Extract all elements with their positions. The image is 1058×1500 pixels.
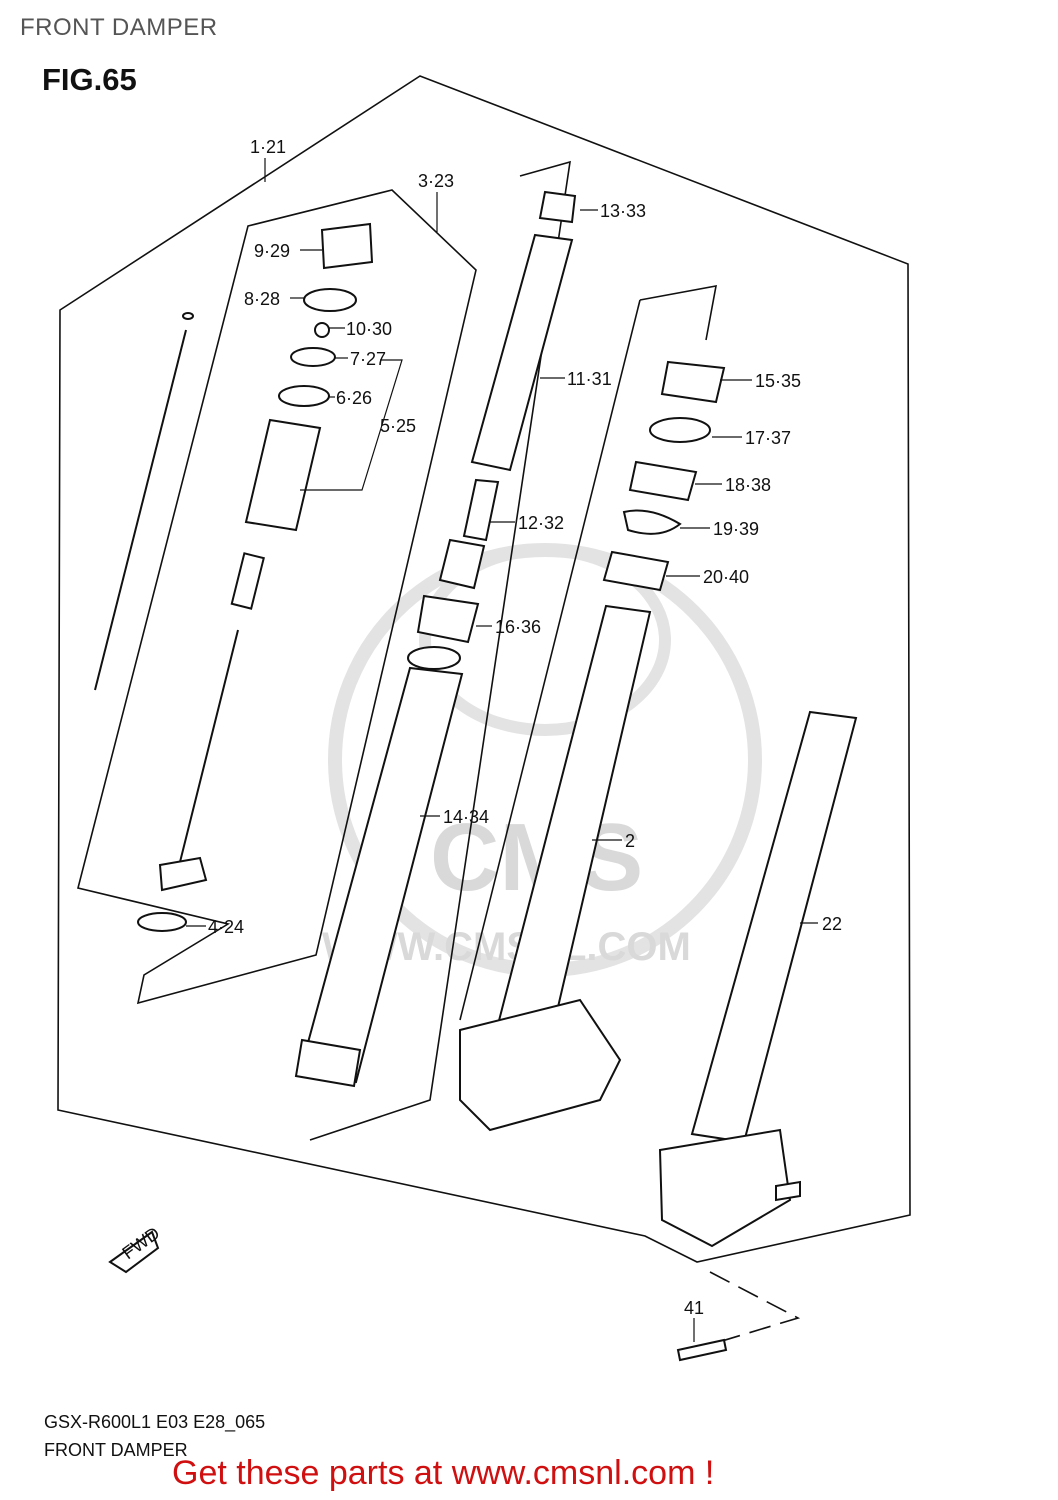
page-header-title: FRONT DAMPER xyxy=(20,14,218,41)
bleed-screw xyxy=(775,1180,801,1202)
inner-tube-14 xyxy=(298,666,464,1084)
figure-label: FIG.65 xyxy=(42,62,137,97)
piston-valve xyxy=(158,856,208,892)
damper-rod-assembly xyxy=(94,312,265,932)
callout-p6: 6·26 xyxy=(336,388,372,408)
dust-seal-20 xyxy=(602,550,670,592)
adjuster-nut-13 xyxy=(538,190,577,224)
callout-p2: 2 xyxy=(625,831,635,851)
callout-p14: 14·34 xyxy=(443,807,489,827)
seal-frame-top xyxy=(639,285,717,341)
leader-p5 xyxy=(300,359,403,491)
bolt-guide-line xyxy=(709,1271,801,1345)
callout-p13: 13·33 xyxy=(600,201,646,221)
spacer-collar-12 xyxy=(438,538,486,590)
outer-assembly-frame xyxy=(57,75,911,1263)
cartridge-cylinder xyxy=(244,418,322,532)
washer-17 xyxy=(649,417,711,443)
callout-p9: 9·29 xyxy=(254,241,290,261)
callout-p4: 4·24 xyxy=(208,917,244,937)
watermark-mascot xyxy=(419,544,671,736)
callout-p11: 11·31 xyxy=(567,369,612,389)
rebound-spring xyxy=(230,552,265,610)
fwd-arrow-shape xyxy=(108,1230,160,1274)
o-ring-6 xyxy=(278,385,330,407)
callout-p8: 8·28 xyxy=(244,289,280,309)
promo-link[interactable]: Get these parts at www.cmsnl.com ! xyxy=(172,1454,715,1492)
adjuster-rod xyxy=(94,329,187,691)
axle-bracket-22 xyxy=(658,1128,792,1248)
callout-p3: 3·23 xyxy=(418,171,454,191)
o-ring-7 xyxy=(290,347,336,367)
axle-bracket-2 xyxy=(459,998,622,1132)
callout-p20: 20·40 xyxy=(703,567,749,587)
callout-p15: 15·35 xyxy=(755,371,801,391)
guide-ring xyxy=(407,646,461,670)
spring-parts xyxy=(407,190,577,670)
leader-lines xyxy=(186,158,818,1342)
cartridge-frame xyxy=(77,189,477,1005)
callout-p41: 41 xyxy=(684,1298,704,1318)
nut-10 xyxy=(314,322,330,338)
oil-seal-18 xyxy=(628,460,698,502)
cartridge-parts xyxy=(244,222,374,532)
piston-ring xyxy=(137,912,187,932)
footer-title: FRONT DAMPER xyxy=(44,1440,188,1460)
bushing-16 xyxy=(416,594,480,644)
seal-stack xyxy=(602,360,726,592)
callout-p22: 22 xyxy=(822,914,842,934)
piston-rod xyxy=(177,629,239,871)
bushing-15 xyxy=(660,360,726,404)
footer-model-code: GSX-R600L1 E03 E28_065 xyxy=(44,1412,266,1432)
callout-p1: 1·21 xyxy=(250,137,286,157)
callout-labels: 1·21 3·23 13·33 9·29 8·28 10·30 7·27 6·2… xyxy=(208,137,842,1318)
callout-p19: 19·39 xyxy=(713,519,759,539)
stopper-ring-19 xyxy=(622,509,682,535)
callout-p5: 5·25 xyxy=(380,416,416,436)
callout-p7: 7·27 xyxy=(350,349,386,369)
rod-top-nut xyxy=(182,312,194,320)
callout-p16: 16·36 xyxy=(495,617,541,637)
o-ring-8 xyxy=(303,288,357,312)
inner-tube-base xyxy=(294,1038,362,1088)
fork-cap-bolt xyxy=(320,222,374,270)
fwd-arrow: FWD xyxy=(108,1223,163,1274)
fork-spring-11 xyxy=(470,233,574,472)
spacer-12 xyxy=(462,478,500,542)
callout-p12: 12·32 xyxy=(518,513,564,533)
seal-frame-side xyxy=(459,299,641,1021)
callout-p18: 18·38 xyxy=(725,475,771,495)
bolt-41 xyxy=(676,1338,728,1362)
callout-p17: 17·37 xyxy=(745,428,791,448)
callout-p10: 10·30 xyxy=(346,319,392,339)
spring-tube-frame xyxy=(309,160,571,1141)
